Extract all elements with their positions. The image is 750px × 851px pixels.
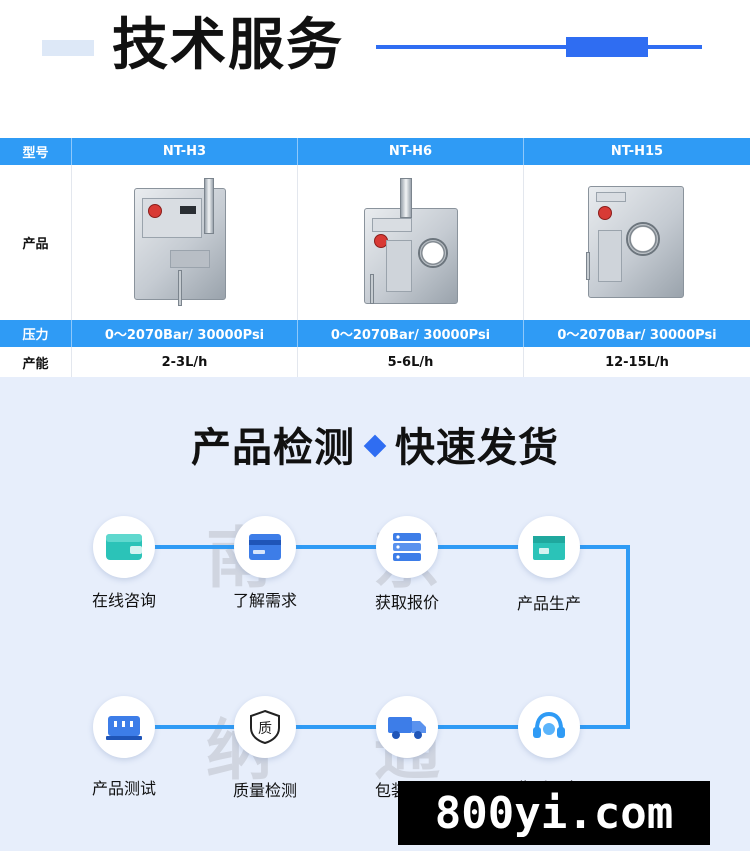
step-node-aftersales	[518, 696, 580, 758]
diamond-icon	[363, 434, 387, 458]
row-label-model: 型号	[0, 138, 72, 165]
page-title: 技术服务	[112, 13, 344, 78]
pressure-value: 0～2070Bar/ 30000Psi	[298, 320, 524, 347]
capacity-value: 5-6L/h	[298, 347, 524, 377]
card-icon	[249, 534, 281, 560]
model-name: NT-H15	[610, 144, 664, 159]
table-row-capacity: 产能 2-3L/h 5-6L/h 12-15L/h	[0, 347, 750, 377]
homogenizer-nt-h15-image	[582, 178, 692, 308]
database-icon	[393, 533, 421, 561]
capacity-value: 2-3L/h	[72, 347, 298, 377]
header-decor-bar	[42, 40, 94, 56]
step-label: 质量检测	[232, 781, 297, 800]
step-node-production	[518, 516, 580, 578]
flow-line-right	[626, 545, 630, 729]
product-cell	[72, 165, 298, 320]
quality-shield-icon: 质	[250, 709, 280, 745]
headset-icon	[533, 711, 565, 738]
header-decor-line	[376, 45, 702, 49]
step-node-consult	[93, 516, 155, 578]
step-node-testing	[93, 696, 155, 758]
homogenizer-nt-h6-image	[356, 177, 466, 308]
pressure-value: 0～2070Bar/ 30000Psi	[72, 320, 298, 347]
pressure-value: 0～2070Bar/ 30000Psi	[557, 328, 717, 343]
process-title-left: 产品检测	[191, 425, 355, 471]
svg-text:质: 质	[258, 721, 272, 737]
capacity-value: 12-15L/h	[605, 354, 669, 370]
wallet-icon	[106, 534, 142, 560]
test-bench-icon	[106, 716, 142, 740]
box-icon	[533, 536, 565, 560]
table-row-product: 产品	[0, 165, 750, 320]
step-label: 在线咨询	[91, 591, 156, 610]
section-header: 技术服务	[0, 0, 750, 138]
table-row-model: 型号 NT-H3 NT-H6 NT-H15	[0, 138, 750, 165]
product-cell	[524, 165, 750, 320]
header-decor-block	[566, 37, 648, 57]
process-title: 产品检测快速发货	[0, 415, 750, 473]
step-label: 了解需求	[232, 591, 297, 610]
row-label-capacity: 产能	[0, 347, 72, 377]
step-label: 产品测试	[91, 779, 156, 798]
model-name: NT-H3	[72, 138, 298, 165]
step-node-shipping	[376, 696, 438, 758]
step-label: 产品生产	[516, 594, 581, 613]
homogenizer-nt-h3-image	[130, 177, 240, 308]
process-title-right: 快速发货	[395, 425, 559, 471]
step-node-quality: 质	[234, 696, 296, 758]
step-node-needs	[234, 516, 296, 578]
product-cell	[298, 165, 524, 320]
truck-icon	[388, 717, 426, 739]
step-label: 获取报价	[374, 593, 439, 612]
site-badge: 800yi.com	[398, 781, 710, 845]
row-label-product: 产品	[0, 165, 72, 320]
row-label-pressure: 压力	[0, 320, 72, 347]
table-row-pressure: 压力 0～2070Bar/ 30000Psi 0～2070Bar/ 30000P…	[0, 320, 750, 347]
model-name: NT-H6	[298, 138, 524, 165]
step-node-quote	[376, 516, 438, 578]
